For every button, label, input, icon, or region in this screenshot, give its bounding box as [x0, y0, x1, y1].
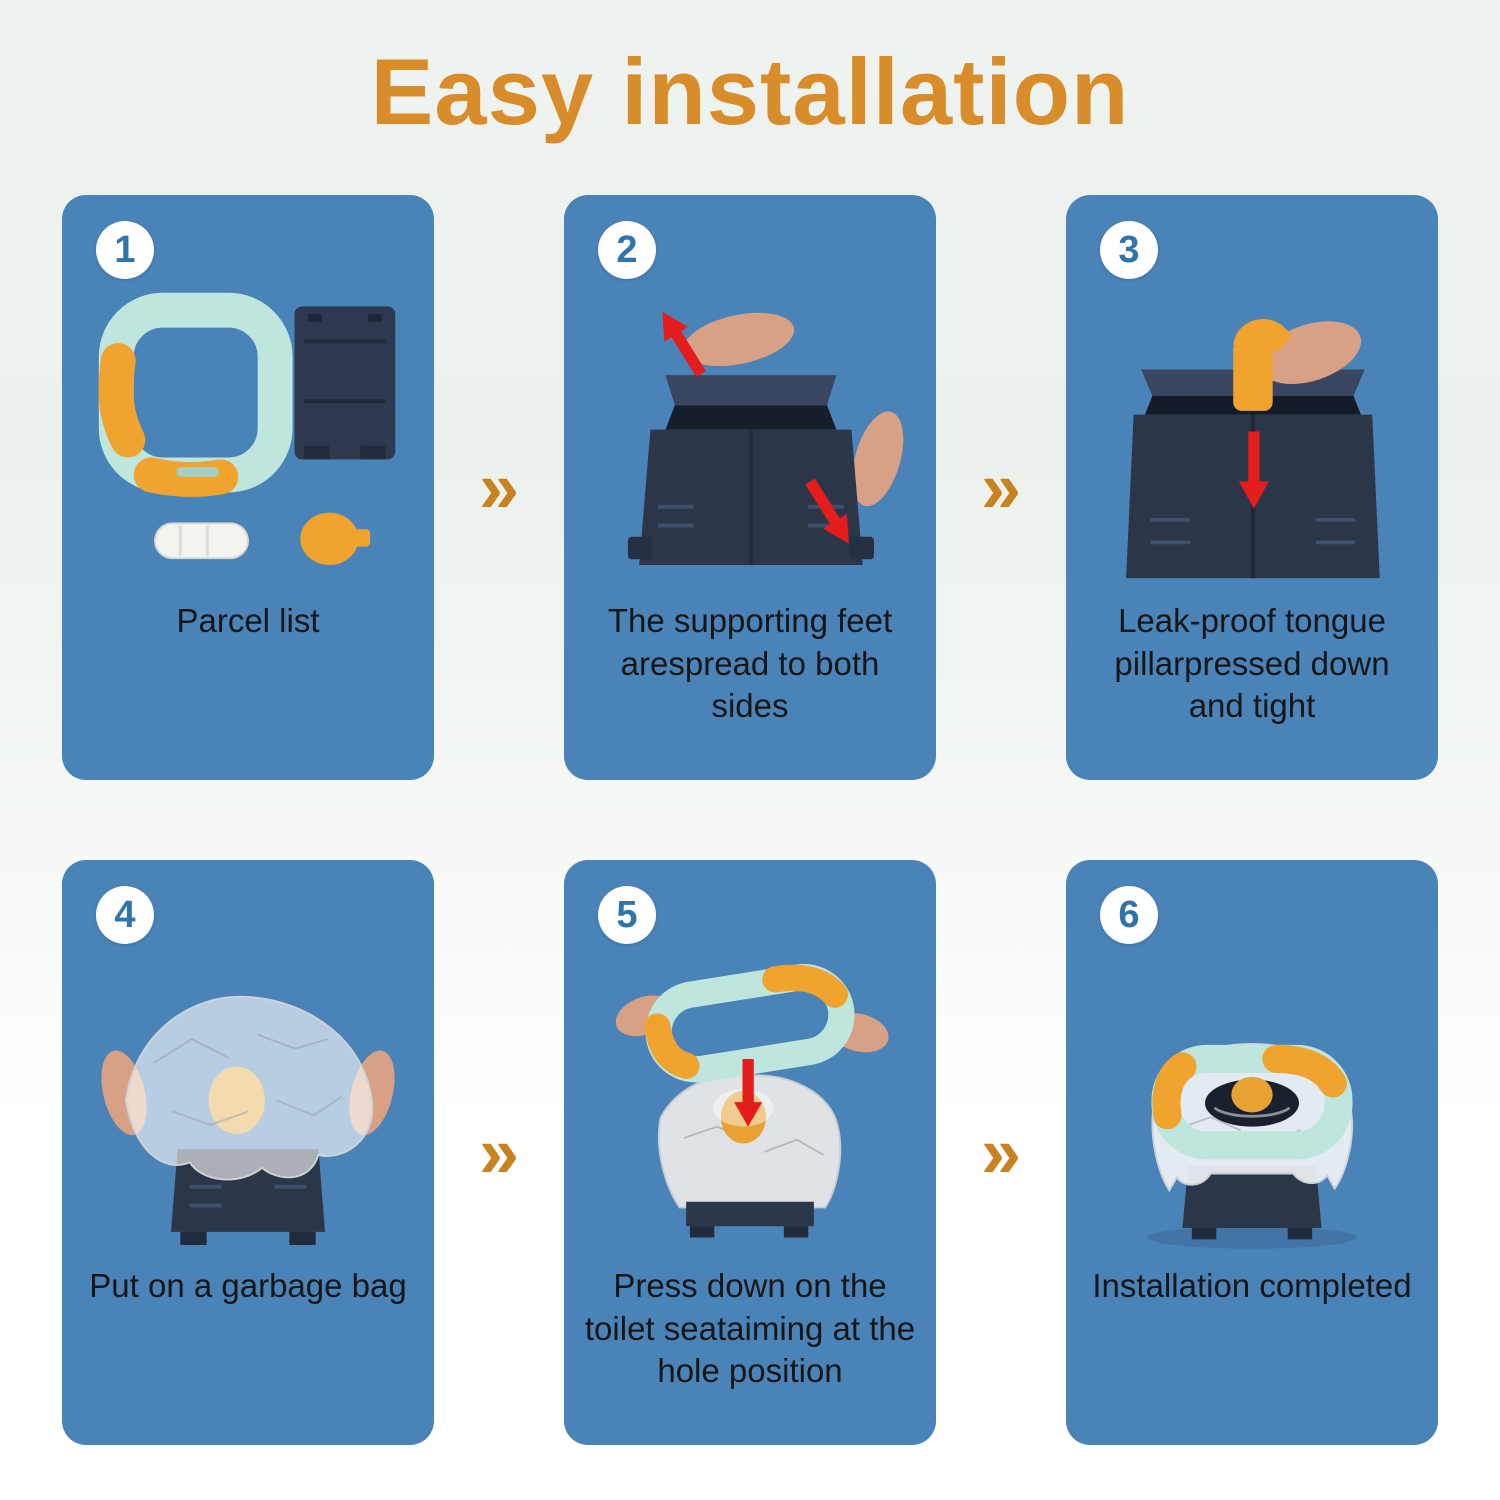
- step-card-5: 5: [564, 860, 936, 1446]
- step-caption: The supporting feet arespread to both si…: [607, 602, 893, 724]
- tongue-pillar-cap: [300, 512, 371, 565]
- arrow-cell: »: [936, 452, 1066, 524]
- step-number: 5: [616, 893, 638, 936]
- garbage-bag: [124, 995, 374, 1181]
- page-title: Easy installation: [370, 39, 1130, 144]
- step-card-2: 2: [564, 195, 936, 781]
- next-step-arrow-icon: »: [980, 447, 1022, 528]
- step-number: 3: [1118, 228, 1140, 271]
- step-number-badge: 1: [96, 221, 154, 280]
- step-number: 4: [114, 893, 136, 936]
- step-caption: Put on a garbage bag: [89, 1267, 407, 1305]
- garbage-bag-illustration: [101, 995, 395, 1245]
- hand: [683, 312, 904, 507]
- next-step-arrow-icon: »: [478, 1112, 520, 1193]
- step-number-badge: 3: [1100, 221, 1158, 280]
- tongue-pillar-cap: [1231, 1076, 1273, 1113]
- step-number-badge: 5: [598, 886, 656, 945]
- step-caption: Leak-proof tongue pillarpressed down and…: [1114, 602, 1390, 724]
- step-number: 6: [1118, 893, 1140, 936]
- press-seat-illustration: [615, 963, 889, 1238]
- step-number: 1: [114, 228, 136, 271]
- tongue-pillar: [1233, 318, 1292, 411]
- tongue-pillar-illustration: [1126, 318, 1380, 578]
- step-card-1: 1: [62, 195, 434, 781]
- parcel-list-illustration: [98, 292, 396, 565]
- toilet-seat: [98, 292, 293, 497]
- steps-row-1: 1: [0, 195, 1500, 781]
- toilet-seat: [1151, 1044, 1353, 1160]
- arrow-cell: »: [936, 1117, 1066, 1189]
- step-card-6: 6: [1066, 860, 1438, 1446]
- arrow-cell: »: [434, 1117, 564, 1189]
- completed-toilet-illustration: [1146, 1042, 1358, 1249]
- step-6-photo: [1066, 948, 1438, 1261]
- red-arrow-icon: [805, 478, 849, 544]
- shadow: [1146, 1226, 1358, 1249]
- next-step-arrow-icon: »: [478, 447, 520, 528]
- step-4-photo: [62, 948, 434, 1261]
- step-number-badge: 2: [598, 221, 656, 280]
- step-2-badge-row: 2: [564, 195, 936, 283]
- step-number: 2: [616, 228, 638, 271]
- step-5-badge-row: 5: [564, 860, 936, 948]
- step-caption: Press down on the toilet seataiming at t…: [584, 1267, 916, 1389]
- step-3-badge-row: 3: [1066, 195, 1438, 283]
- step-caption: Parcel list: [176, 602, 320, 640]
- step-6-badge-row: 6: [1066, 860, 1438, 948]
- easy-installation-infographic: Easy installation 1: [0, 40, 1500, 1500]
- arrow-cell: »: [434, 452, 564, 524]
- step-caption: Installation completed: [1092, 1267, 1412, 1305]
- step-1-badge-row: 1: [62, 195, 434, 283]
- step-number-badge: 4: [96, 886, 154, 945]
- garbage-bag-roll: [154, 522, 249, 560]
- step-4-badge-row: 4: [62, 860, 434, 948]
- step-1-photo: [62, 283, 434, 596]
- step-card-3: 3: [1066, 195, 1438, 781]
- spread-feet-illustration: [627, 311, 904, 565]
- red-arrow-icon: [662, 311, 706, 377]
- folded-box-panel: [294, 306, 396, 460]
- step-2-photo: [564, 283, 936, 596]
- box-base: [1182, 1165, 1322, 1240]
- red-arrow-icon: [734, 1058, 763, 1127]
- bag-fold-highlight: [1213, 1106, 1291, 1118]
- steps-row-2: 4: [0, 860, 1500, 1446]
- step-3-photo: [1066, 283, 1438, 596]
- step-5-photo: [564, 948, 936, 1261]
- red-arrow-icon: [1238, 431, 1269, 509]
- step-number-badge: 6: [1100, 886, 1158, 945]
- next-step-arrow-icon: »: [980, 1112, 1022, 1193]
- open-box: [627, 375, 874, 565]
- toilet-seat: [644, 963, 855, 1083]
- step-card-4: 4: [62, 860, 434, 1446]
